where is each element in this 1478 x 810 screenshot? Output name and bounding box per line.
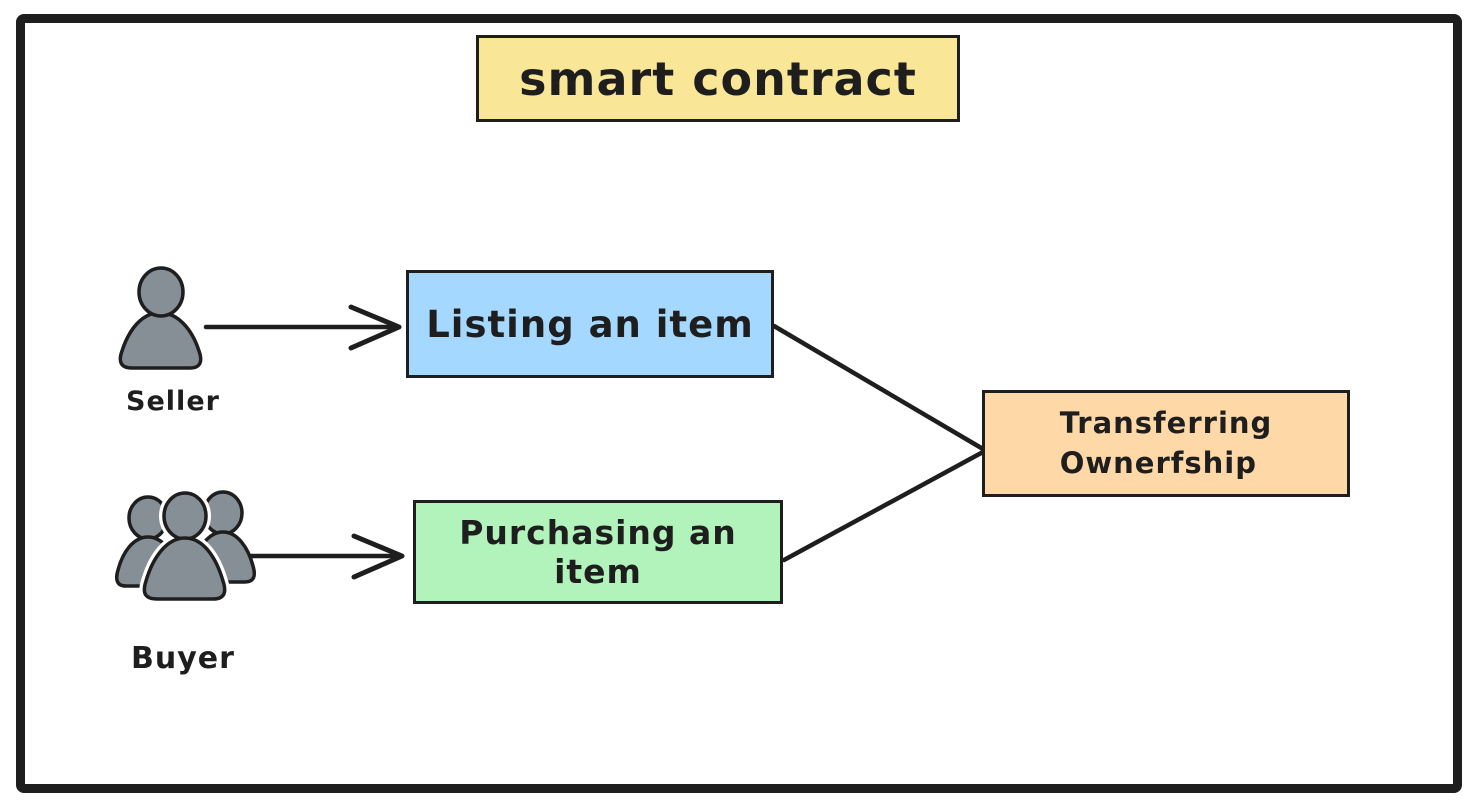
line-listing-to-transferring bbox=[771, 323, 986, 452]
people-group-icon bbox=[114, 488, 257, 604]
node-purchasing-label: Purchasing an item bbox=[459, 513, 737, 591]
node-transferring-label: Transferring Ownerfship bbox=[1059, 406, 1273, 480]
line-purchasing-to-transferring bbox=[781, 449, 986, 563]
arrow-seller-to-listing bbox=[203, 304, 402, 351]
buyer-label: Buyer bbox=[131, 641, 235, 676]
node-listing-an-item: Listing an item bbox=[406, 270, 774, 378]
node-listing-label: Listing an item bbox=[426, 302, 754, 346]
title-box: smart contract bbox=[476, 35, 960, 122]
seller-label: Seller bbox=[126, 386, 220, 417]
diagram-outer-frame bbox=[16, 14, 1462, 793]
node-purchasing-an-item: Purchasing an item bbox=[413, 500, 783, 604]
diagram-title: smart contract bbox=[519, 51, 917, 106]
node-transferring-ownership: Transferring Ownerfship bbox=[982, 390, 1350, 497]
person-icon bbox=[118, 266, 203, 370]
arrow-buyer-to-purchasing bbox=[248, 533, 405, 580]
